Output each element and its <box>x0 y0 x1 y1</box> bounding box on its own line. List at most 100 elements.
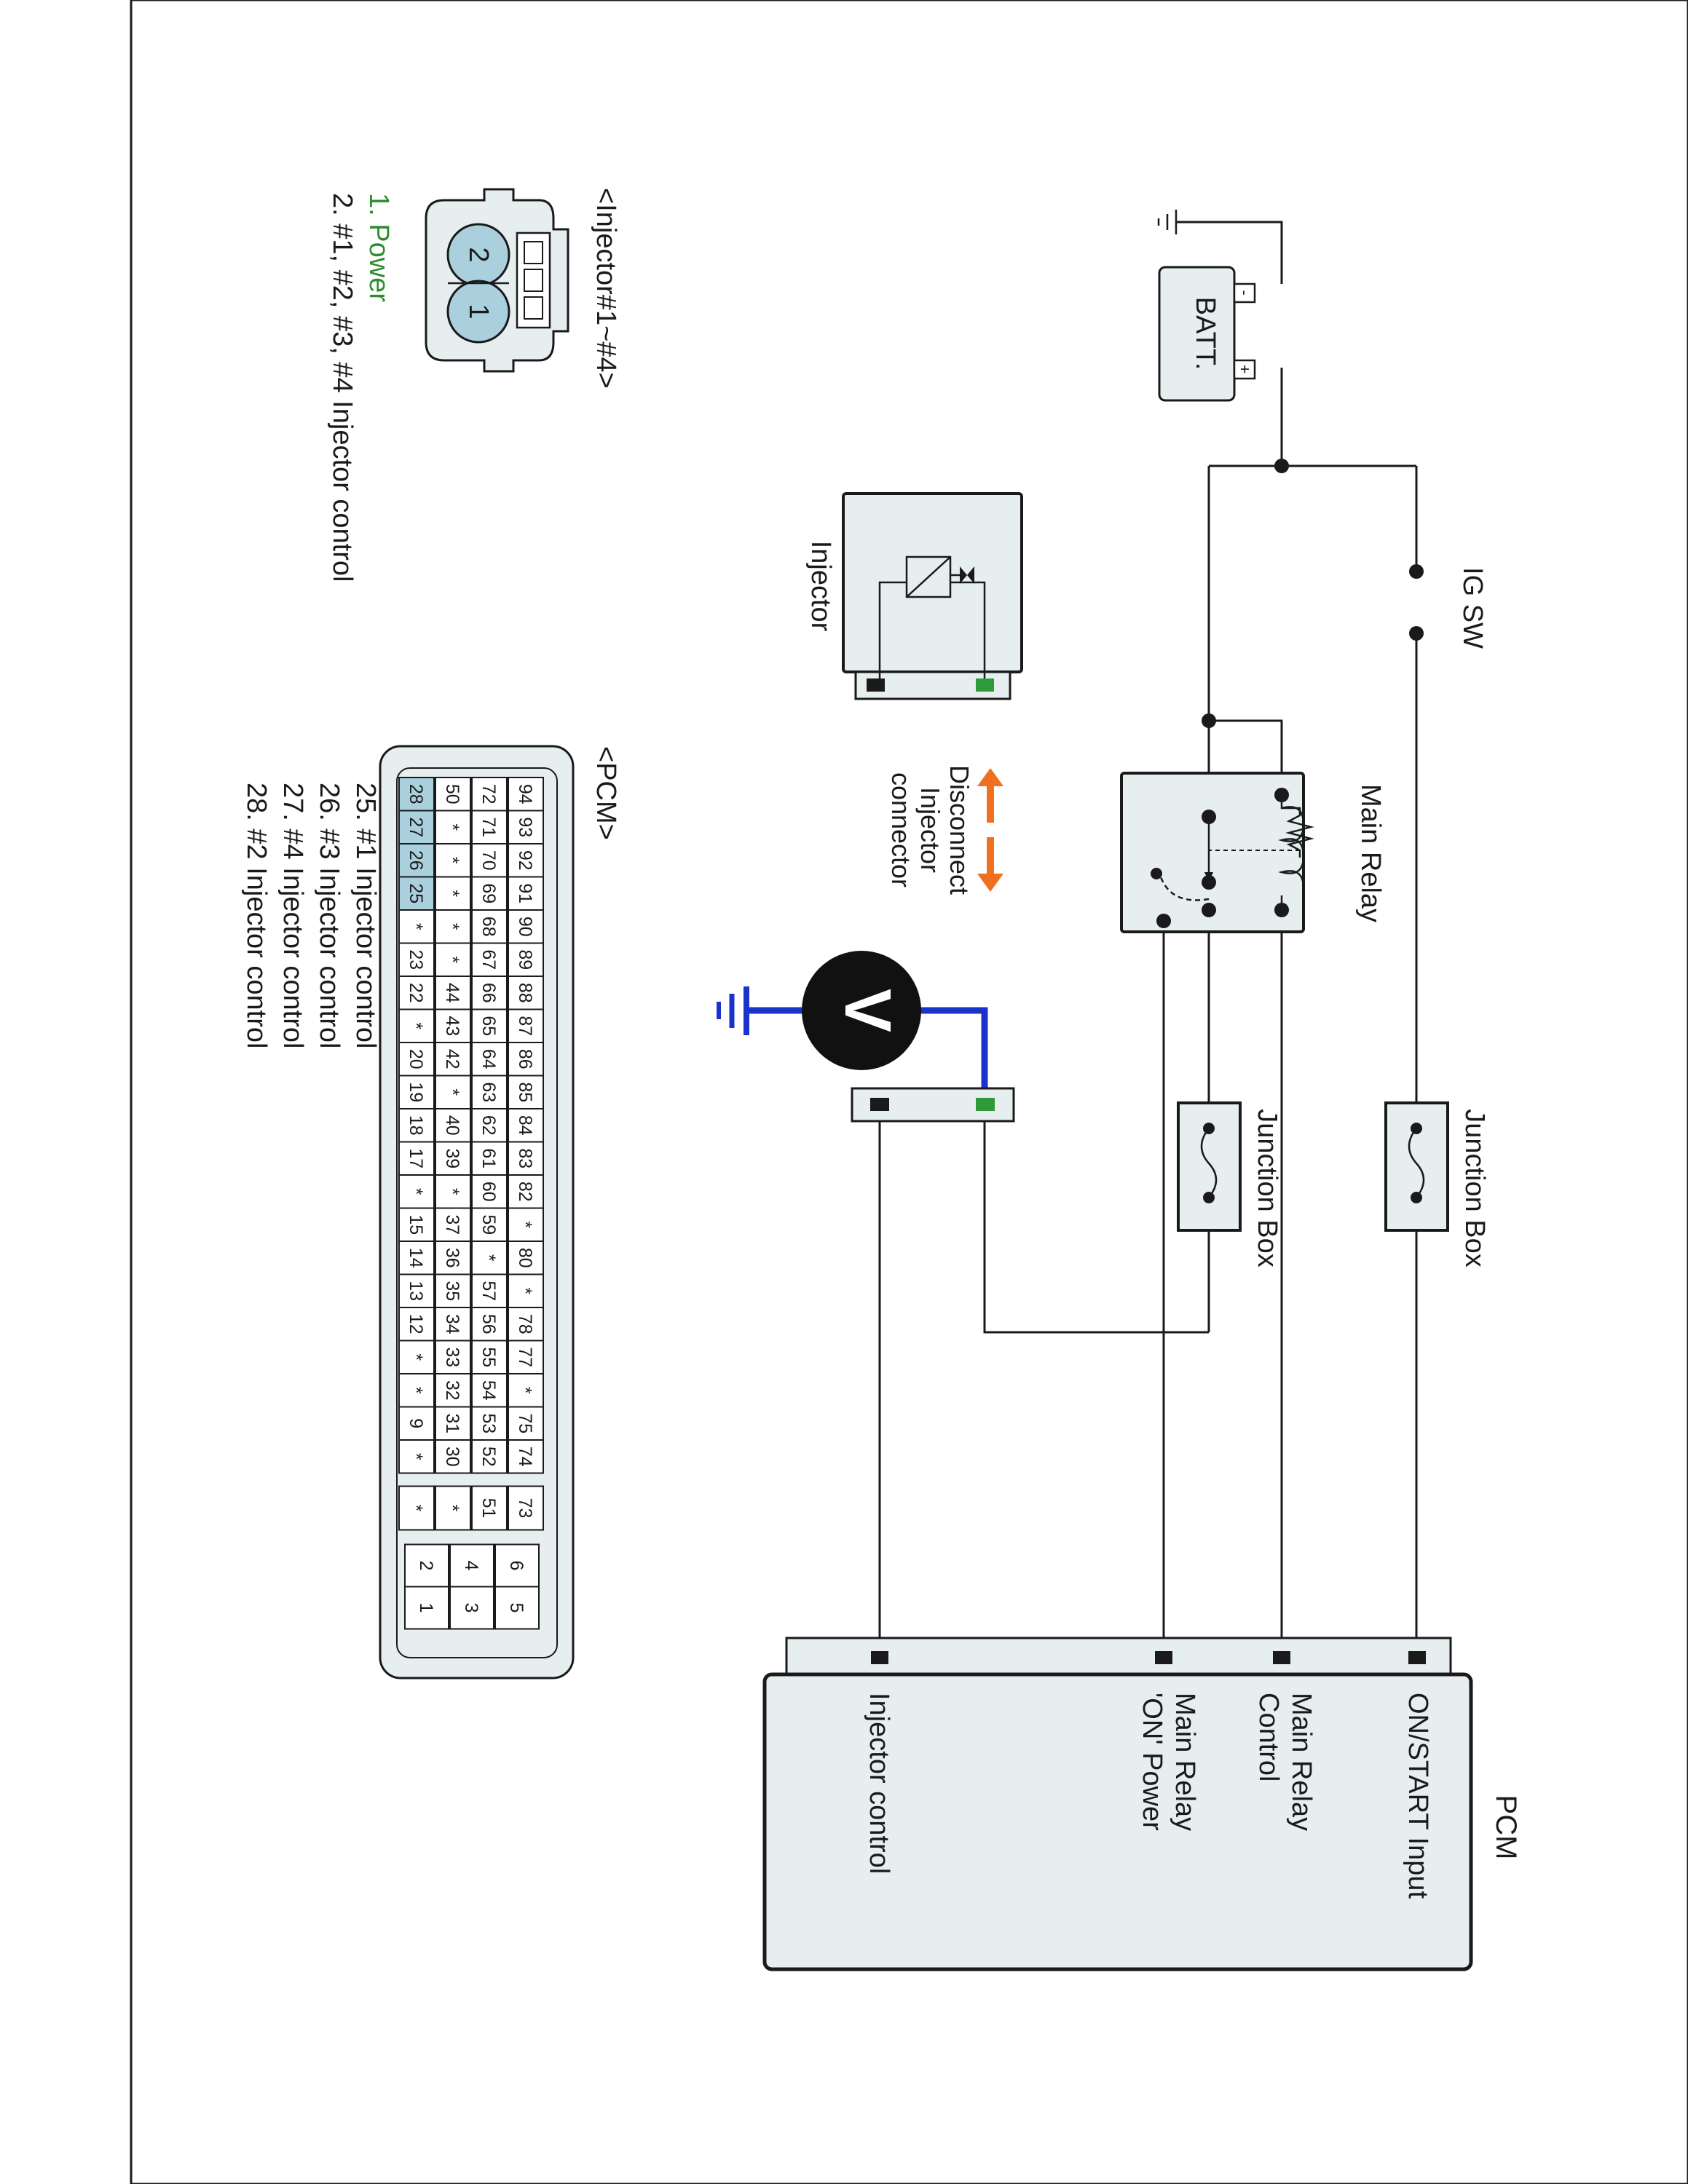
junction-box-1: Junction Box <box>1384 1101 1490 1267</box>
pcm-pin-desc-25: 25. #1 Injector control <box>350 783 381 1048</box>
ground-icon <box>1157 210 1178 234</box>
pcm-pin-1-17: 55 <box>478 1347 499 1367</box>
pcm-pin-0-1: 93 <box>515 817 535 837</box>
pcm-connector-title: <PCM> <box>591 746 621 840</box>
main-relay-label: Main Relay <box>1355 784 1386 922</box>
pcm-pin-0-20: 74 <box>515 1447 535 1467</box>
pcm-pin-0-2-cell <box>508 843 544 878</box>
disconnect-note: Disconnect Injector connector <box>886 765 1003 895</box>
pcm-pin-end-1-0-cell <box>449 1543 494 1588</box>
pcm-pin-0-14: 80 <box>515 1248 535 1268</box>
pcm-pin-0-18: * <box>515 1387 535 1394</box>
pcm-pin-1-16-cell <box>471 1307 508 1342</box>
pcm-pin-1-17-cell <box>471 1340 508 1374</box>
pcm-pin-side-0: 73 <box>515 1498 535 1519</box>
pcm-pin-2-1-cell <box>435 810 471 844</box>
pcm-pin-0-1-cell <box>508 810 544 844</box>
disconnect-line-2: Injector <box>915 787 945 873</box>
pcm-pin-0-16: 78 <box>515 1314 535 1334</box>
pcm-pin-1-11: 61 <box>478 1148 499 1168</box>
pcm-pin-1-8: 64 <box>478 1049 499 1069</box>
pcm-pin-2-19: 31 <box>442 1413 462 1433</box>
pcm-pin-1-18: 54 <box>478 1380 499 1401</box>
pcm-pin-0-20-cell <box>508 1439 544 1474</box>
pcm-pin-side-1-cell <box>471 1485 508 1531</box>
pcm-pin-2-7: 43 <box>442 1016 462 1036</box>
pcm-pin-3-18: * <box>406 1387 426 1394</box>
pcm-pin-2-1: * <box>442 823 462 831</box>
pcm-pin-0-0-cell <box>508 777 544 812</box>
pcm-pin-0-10: 84 <box>515 1115 535 1136</box>
junction-box-1-label: Junction Box <box>1459 1109 1490 1267</box>
injector: Injector <box>805 492 1023 700</box>
pcm-pin-3-4-cell <box>398 909 435 944</box>
pcm-pin-3-20-cell <box>398 1439 435 1474</box>
pcm-pin-2-12: * <box>442 1188 462 1195</box>
pcm-pin-end-0-1-cell <box>494 1586 540 1630</box>
pcm-pin-0-8: 86 <box>515 1049 535 1069</box>
wires <box>878 221 1418 1660</box>
pcm-pin-1-1: 71 <box>478 817 499 837</box>
pcm-pin-3-13-cell <box>398 1207 435 1242</box>
junction-box-2-label: Junction Box <box>1252 1109 1282 1267</box>
pcm-pin-0-17: 77 <box>515 1347 535 1367</box>
battery-minus-label: - <box>1236 290 1254 295</box>
pcm-pin-3-9: 19 <box>406 1082 426 1102</box>
pcm-pin-1-2: 70 <box>478 850 499 871</box>
pcm-pin-1-15-cell <box>471 1273 508 1308</box>
pcm-pin-3-11: 17 <box>406 1148 426 1168</box>
pcm-pin-1-20: 52 <box>478 1447 499 1467</box>
pcm-pin-end-0-0-cell <box>494 1543 540 1588</box>
relay-coil-feed <box>1209 719 1283 795</box>
pcm-input-relay-control-line-2: Control <box>1253 1693 1284 1782</box>
pcm-input-relay-power-line-1: Main Relay <box>1170 1693 1200 1831</box>
pcm-pin-2-8: 42 <box>442 1049 462 1069</box>
pcm-pin-end-1-1-cell <box>449 1586 494 1630</box>
injector-pin-1 <box>446 280 510 344</box>
pcm-pin-1-9-cell <box>471 1075 508 1109</box>
injector-pin-1-desc: 1. Power <box>363 193 394 302</box>
ig-switch-label: IG SW <box>1457 567 1488 649</box>
pcm-pin-side-3: * <box>406 1505 426 1512</box>
pcm-pin-1-8-cell <box>471 1042 508 1077</box>
pcm-pin-1-1-cell <box>471 810 508 844</box>
pcm-pin-3-16-cell <box>398 1307 435 1342</box>
pcm-pin-1-5: 67 <box>478 949 499 970</box>
pcm-pin-3-6: 22 <box>406 983 426 1003</box>
pcm-pin-0-2: 92 <box>515 850 535 871</box>
pcm-pin-0-5: 89 <box>515 949 535 970</box>
pcm-pin-2-14: 36 <box>442 1248 462 1268</box>
pcm-pin-0-3: 91 <box>515 883 535 903</box>
pcm-pin-0-7: 87 <box>515 1016 535 1036</box>
injector-connector-title: <Injector#1~#4> <box>591 188 621 389</box>
pcm-pin-0-11-cell <box>508 1141 544 1176</box>
pcm-pin-1-4: 68 <box>478 917 499 937</box>
pcm-pin-1-16: 56 <box>478 1314 499 1334</box>
pcm-pin-2-9: * <box>442 1088 462 1096</box>
pcm-pin-1-6: 66 <box>478 983 499 1003</box>
pcm-pin-1-2-cell <box>471 843 508 878</box>
injector-connector-legend: <Injector#1~#4> 2 1 1. Power 2. #1, #2, … <box>327 188 621 582</box>
pcm-pin-0-14-cell <box>508 1241 544 1275</box>
pcm-pin-side-2-cell <box>435 1485 471 1531</box>
pcm-pin-3-6-cell <box>398 976 435 1010</box>
pcm-pin-1-19-cell <box>471 1406 508 1441</box>
main-relay: Main Relay <box>1120 772 1386 933</box>
pcm-pin-2-15: 35 <box>442 1281 462 1301</box>
pcm-input-relay-control-line-1: Main Relay <box>1286 1693 1317 1831</box>
pcm-pin-end-2-1: 1 <box>416 1603 436 1613</box>
pcm-pin-3-14: 14 <box>406 1248 426 1268</box>
pcm-pin-1-5-cell <box>471 942 508 977</box>
pcm-pin-2-5: * <box>442 956 462 963</box>
pcm-pin-desc-27: 27. #4 Injector control <box>277 783 308 1048</box>
pcm-pin-2-13: 37 <box>442 1214 462 1235</box>
voltmeter-label: V <box>831 989 904 1032</box>
pcm-pin-2-7-cell <box>435 1008 471 1043</box>
pcm-pin-3-12-cell <box>398 1174 435 1209</box>
pcm-pin-0-15-cell <box>508 1273 544 1308</box>
pcm-pin-1-13: 59 <box>478 1214 499 1235</box>
pcm-pin-2-3: * <box>442 890 462 897</box>
pcm-pin-end-1-1: 3 <box>461 1603 481 1613</box>
battery: - + BATT. <box>1158 266 1256 402</box>
pcm-pin-3-20: * <box>406 1453 426 1460</box>
